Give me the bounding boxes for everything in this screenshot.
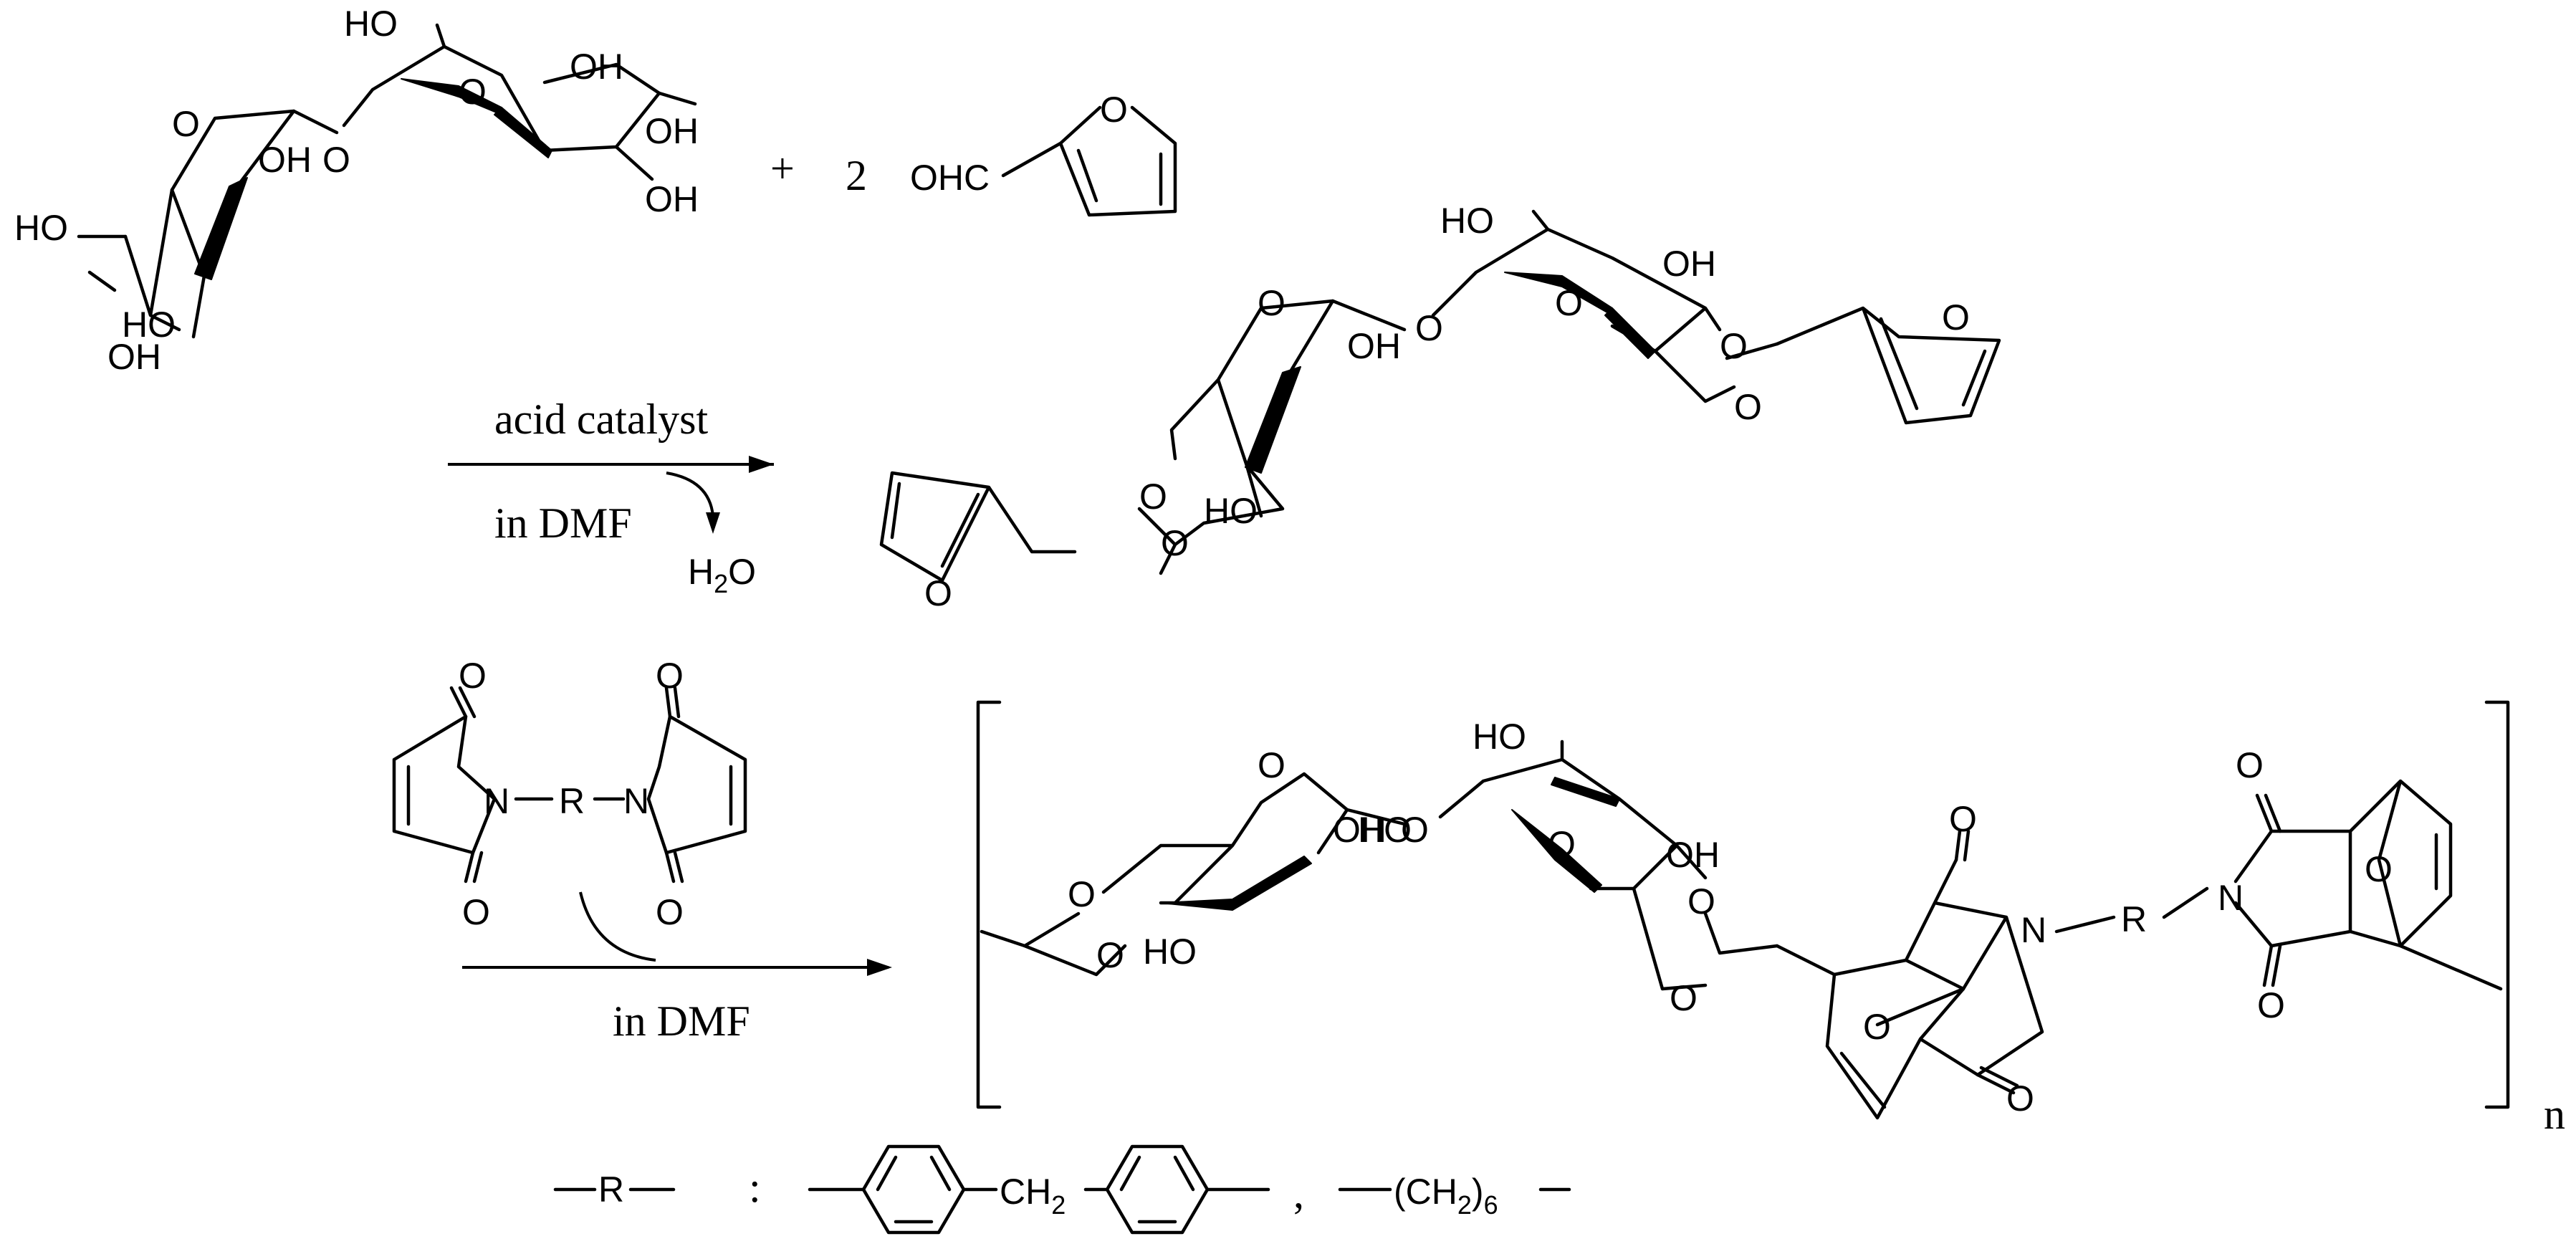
- rx1-label-ho-left: HO: [14, 208, 68, 248]
- legend-ch2: CH2: [1000, 1172, 1066, 1220]
- bmi-label-o3: O: [462, 892, 490, 932]
- rx1-label-ho-bottom: HO: [122, 305, 176, 345]
- p1-label-o-ring1: O: [1258, 283, 1285, 323]
- rx1-label-oh-2: OH: [645, 111, 699, 151]
- poly-label-ho-top: HO: [1473, 717, 1526, 757]
- r-group-legend: R : CH2 , (CH2)6: [553, 1144, 1571, 1235]
- rx1-label-o-ring2: O: [459, 72, 487, 112]
- rx1-label-ho-top: HO: [344, 4, 398, 44]
- rx1-label-oh-bottom: OH: [107, 337, 161, 377]
- rx1-label-oh-4: OH: [645, 179, 699, 219]
- p1-label-ho-top: HO: [1440, 201, 1494, 241]
- poly-label-o4: O: [1548, 824, 1576, 864]
- p1-label-oh-1: OH: [1662, 244, 1716, 284]
- poly-label-ho-bridge: HO: [1358, 810, 1412, 850]
- step2-arrow: in DMF: [462, 891, 892, 1045]
- poly-label-ho-lower: HO: [1143, 932, 1197, 972]
- step1-arrow: acid catalyst in DMF H2O: [448, 396, 774, 598]
- p1-label-o-acetal-l2: O: [1161, 523, 1189, 563]
- bmi-label-r: R: [559, 781, 585, 821]
- poly-label-n1: N: [2021, 910, 2046, 950]
- product-polymer: n O O OH HO O O HO OH O O O HO O O O N R…: [976, 700, 2565, 1138]
- p1-label-o-furan-l: O: [924, 573, 952, 613]
- poly-label-o1: O: [1258, 745, 1285, 785]
- rx1-label-o-bridge: O: [322, 140, 350, 180]
- poly-label-o-bicyclic2: O: [2365, 849, 2393, 889]
- legend-hexamethylene: (CH2)6: [1394, 1172, 1498, 1220]
- step1-conditions-bottom: in DMF: [494, 499, 632, 547]
- poly-label-o-imide2: O: [2006, 1078, 2034, 1119]
- poly-label-o5: O: [1687, 881, 1715, 921]
- bmi-label-n1: N: [484, 781, 509, 821]
- poly-label-n2: N: [2218, 878, 2244, 918]
- bmi-label-n2: N: [623, 781, 649, 821]
- bmi-label-o2: O: [656, 656, 684, 696]
- rx1-label-o-ring1: O: [172, 104, 200, 144]
- p1-label-o-acetal-l1: O: [1139, 477, 1167, 517]
- poly-label-oh1: OH: [1333, 810, 1387, 850]
- poly-label-o-imide4: O: [2257, 985, 2285, 1025]
- step1-conditions-top: acid catalyst: [494, 396, 709, 443]
- legend-comma: ,: [1293, 1169, 1304, 1217]
- poly-label-o-bicyclic1: O: [1863, 1007, 1891, 1047]
- step1-byproduct: H2O: [688, 552, 756, 598]
- p1-label-ho-bottom: HO: [1204, 491, 1258, 531]
- furfural-coefficient: 2: [846, 152, 867, 199]
- bmi-label-o1: O: [459, 656, 487, 696]
- polymer-repeat-n: n: [2544, 1091, 2565, 1138]
- poly-label-o-bridge: O: [1401, 810, 1429, 850]
- p1-label-oh-2: OH: [1347, 326, 1401, 366]
- legend-r-label: R: [598, 1169, 624, 1210]
- p1-label-o-acetal-r2: O: [1734, 387, 1762, 427]
- poly-label-o3: O: [1096, 935, 1124, 975]
- reactant-disaccharide: HO OH O O OH OH OH HO O HO OH: [14, 4, 699, 377]
- p1-label-o-bridge: O: [1415, 308, 1443, 348]
- rx1-label-oh-3: OH: [258, 140, 312, 180]
- poly-label-r: R: [2121, 899, 2147, 939]
- p1-label-o-furan-r: O: [1942, 297, 1970, 338]
- poly-label-o6: O: [1670, 978, 1698, 1018]
- reactant-bismaleimide: O O O O N N R: [392, 656, 747, 932]
- bmi-label-o4: O: [656, 892, 684, 932]
- rx1-label-oh-1: OH: [570, 47, 623, 87]
- poly-label-o2: O: [1068, 874, 1096, 914]
- step2-conditions-bottom: in DMF: [613, 997, 750, 1045]
- furfural-label-ohc: OHC: [910, 158, 990, 198]
- poly-label-oh2: OH: [1666, 835, 1720, 875]
- furfural-ring-o: O: [1100, 90, 1128, 130]
- p1-label-o-ring2: O: [1555, 283, 1583, 323]
- legend-colon: :: [749, 1164, 761, 1211]
- reactant-furfural: OHC O: [910, 90, 1177, 217]
- product-diacetal: HO OH O O O OH O O O O O HO O: [879, 201, 2001, 613]
- poly-label-o-imide1: O: [1949, 799, 1977, 839]
- poly-label-o-imide3: O: [2236, 745, 2264, 785]
- p1-label-o-acetal-r1: O: [1720, 326, 1748, 366]
- plus-sign: +: [770, 145, 795, 192]
